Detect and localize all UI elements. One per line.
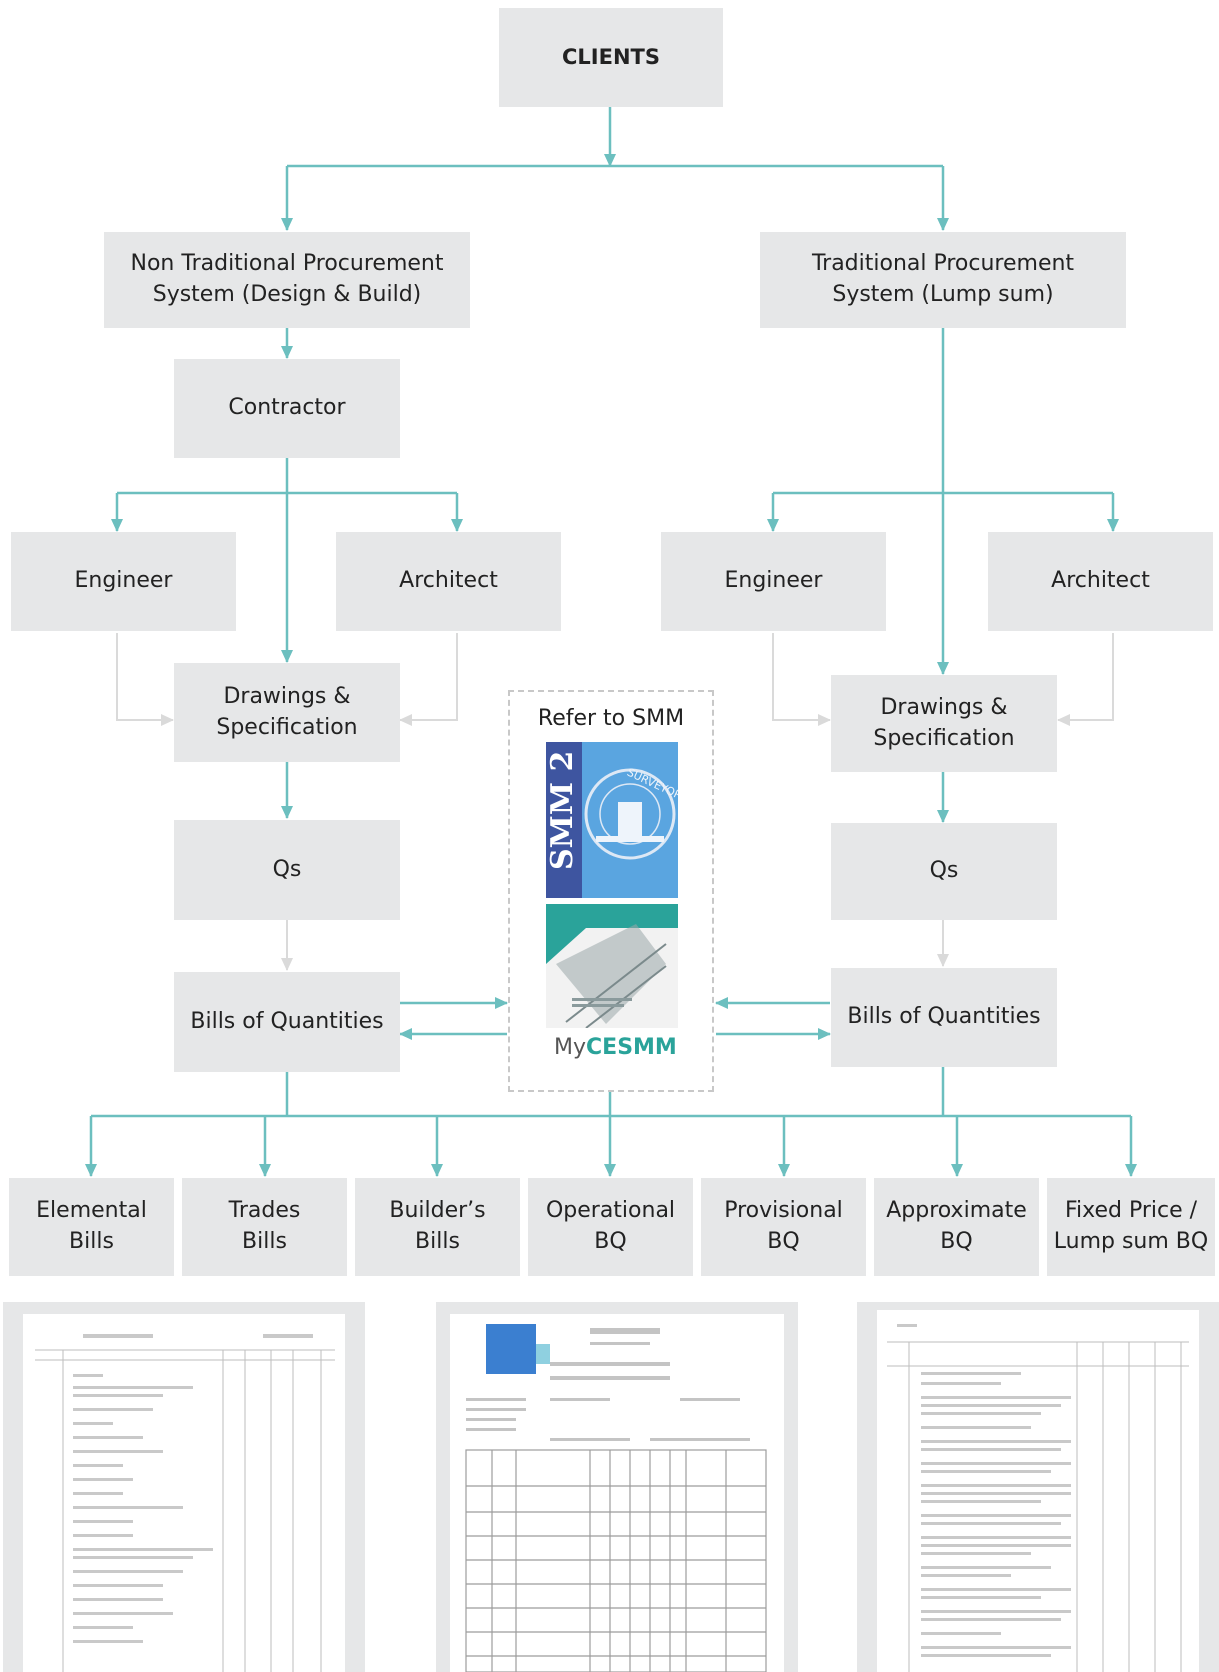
bill-type-label: Elemental Bills — [36, 1198, 147, 1254]
right-bills-of-quantities-label: Bills of Quantities — [847, 1004, 1041, 1030]
bill-type-provisional-box: Provisional BQ — [701, 1178, 866, 1276]
clients-label: CLIENTS — [562, 44, 660, 69]
sample-bq-thumbnail-center — [436, 1302, 798, 1672]
bill-type-trades-box: Trades Bills — [182, 1178, 347, 1276]
left-qs-label: Qs — [272, 856, 302, 882]
smm2-title: SMM 2 — [546, 751, 580, 870]
left-qs-box: Qs — [174, 820, 400, 920]
left-bills-of-quantities-label: Bills of Quantities — [190, 1008, 384, 1034]
non-traditional-procurement-box: Non Traditional Procurement System (Desi… — [104, 232, 470, 328]
document-page-image — [877, 1310, 1199, 1672]
sample-bq-thumbnail-right — [857, 1302, 1219, 1672]
right-qs-box: Qs — [831, 823, 1057, 920]
bill-type-fixed-price-box: Fixed Price / Lump sum BQ — [1047, 1178, 1215, 1276]
svg-text:MyCESMM: MyCESMM — [554, 1035, 677, 1060]
cesmm-name: CESMM — [586, 1035, 677, 1060]
smm-reference-title: Refer to SMM — [537, 706, 685, 731]
right-engineer-label: Engineer — [724, 568, 823, 594]
right-qs-label: Qs — [929, 858, 959, 884]
left-engineer-label: Engineer — [74, 568, 173, 594]
left-architect-label: Architect — [399, 568, 498, 594]
left-architect-box: Architect — [336, 532, 561, 631]
right-bills-of-quantities-box: Bills of Quantities — [831, 968, 1057, 1067]
bill-type-operational-box: Operational BQ — [528, 1178, 693, 1276]
left-drawings-label: Drawings & Specification — [216, 683, 358, 740]
sample-bq-thumbnail-left — [3, 1302, 365, 1672]
left-bills-of-quantities-box: Bills of Quantities — [174, 972, 400, 1072]
right-drawings-box: Drawings & Specification — [831, 675, 1057, 772]
traditional-procurement-label: Traditional Procurement System (Lump sum… — [811, 251, 1075, 307]
contractor-label: Contractor — [228, 395, 346, 421]
traditional-procurement-box: Traditional Procurement System (Lump sum… — [760, 232, 1126, 328]
right-engineer-box: Engineer — [661, 532, 886, 631]
smm-reference-panel: Refer to SMM SMM 2 SURVEYORS MyCESMM — [508, 690, 714, 1092]
bill-type-label: Operational BQ — [545, 1198, 676, 1254]
bill-type-approximate-box: Approximate BQ — [874, 1178, 1039, 1276]
bill-type-label: Approximate BQ — [886, 1198, 1027, 1254]
clients-box: CLIENTS — [499, 8, 723, 107]
bill-type-elemental-box: Elemental Bills — [9, 1178, 174, 1276]
bill-type-builders-box: Builder’s Bills — [355, 1178, 520, 1276]
right-drawings-label: Drawings & Specification — [873, 694, 1015, 751]
bill-type-label: Trades Bills — [228, 1198, 301, 1254]
document-page-image — [450, 1314, 784, 1672]
bill-type-label: Fixed Price / Lump sum BQ — [1053, 1198, 1209, 1254]
cesmm-prefix: My — [554, 1035, 586, 1060]
bill-type-label: Provisional BQ — [724, 1198, 843, 1254]
document-page-image — [23, 1314, 345, 1672]
cesmm-book-cover: MyCESMM — [546, 904, 678, 1062]
right-architect-label: Architect — [1051, 568, 1150, 594]
non-traditional-procurement-label: Non Traditional Procurement System (Desi… — [130, 251, 444, 307]
right-architect-box: Architect — [988, 532, 1213, 631]
bill-type-label: Builder’s Bills — [389, 1198, 486, 1254]
left-drawings-box: Drawings & Specification — [174, 663, 400, 762]
contractor-box: Contractor — [174, 359, 400, 458]
left-engineer-box: Engineer — [11, 532, 236, 631]
smm2-book-cover: SMM 2 SURVEYORS — [546, 742, 678, 898]
